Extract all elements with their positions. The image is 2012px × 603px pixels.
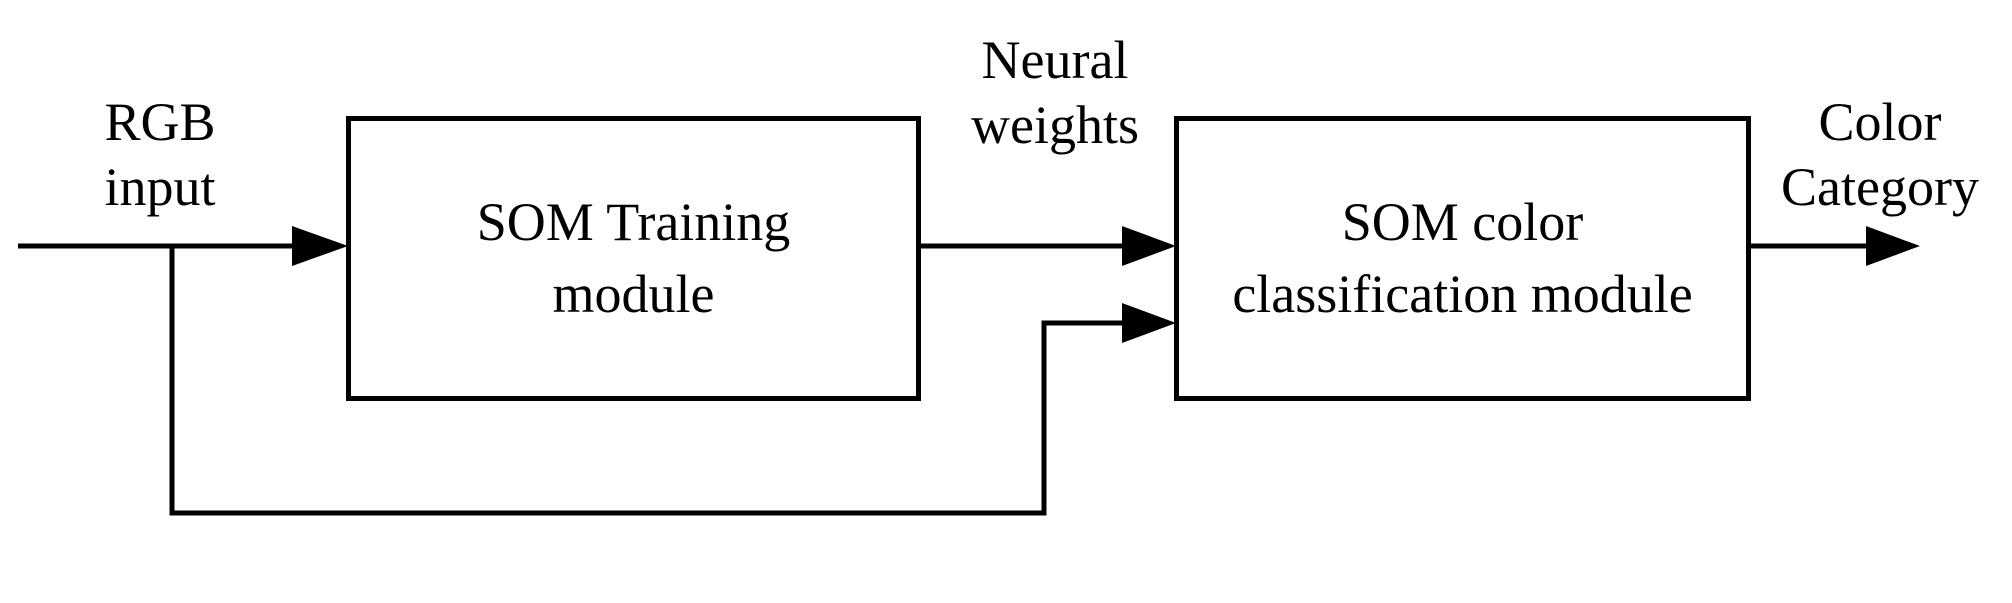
som-classification-module: SOM color classification module bbox=[1174, 116, 1751, 401]
neural-weights-label-line1: Neural bbox=[981, 30, 1129, 90]
color-category-label-line1: Color bbox=[1818, 92, 1942, 152]
arrowhead-weights-to-classification bbox=[1122, 226, 1176, 266]
bypass-path bbox=[169, 246, 1138, 516]
rgb-input-label: RGB input bbox=[60, 90, 260, 220]
arrowhead-to-training bbox=[292, 226, 348, 266]
rgb-input-label-line1: RGB bbox=[104, 92, 216, 152]
training-module-line2: module bbox=[552, 263, 715, 324]
classification-module-line2: classification module bbox=[1232, 263, 1693, 324]
color-category-label: Color Category bbox=[1760, 90, 2000, 220]
arrowhead-output bbox=[1866, 226, 1920, 266]
neural-weights-label: Neural weights bbox=[950, 28, 1160, 158]
classification-module-line1: SOM color bbox=[1341, 192, 1584, 253]
color-category-label-line2: Category bbox=[1781, 156, 1979, 217]
som-training-module: SOM Training module bbox=[346, 116, 921, 401]
training-module-line1: SOM Training bbox=[476, 192, 791, 253]
rgb-input-label-line2: input bbox=[104, 156, 216, 217]
arrowhead-bypass-to-classification bbox=[1122, 303, 1176, 343]
neural-weights-label-line2: weights bbox=[971, 94, 1139, 155]
